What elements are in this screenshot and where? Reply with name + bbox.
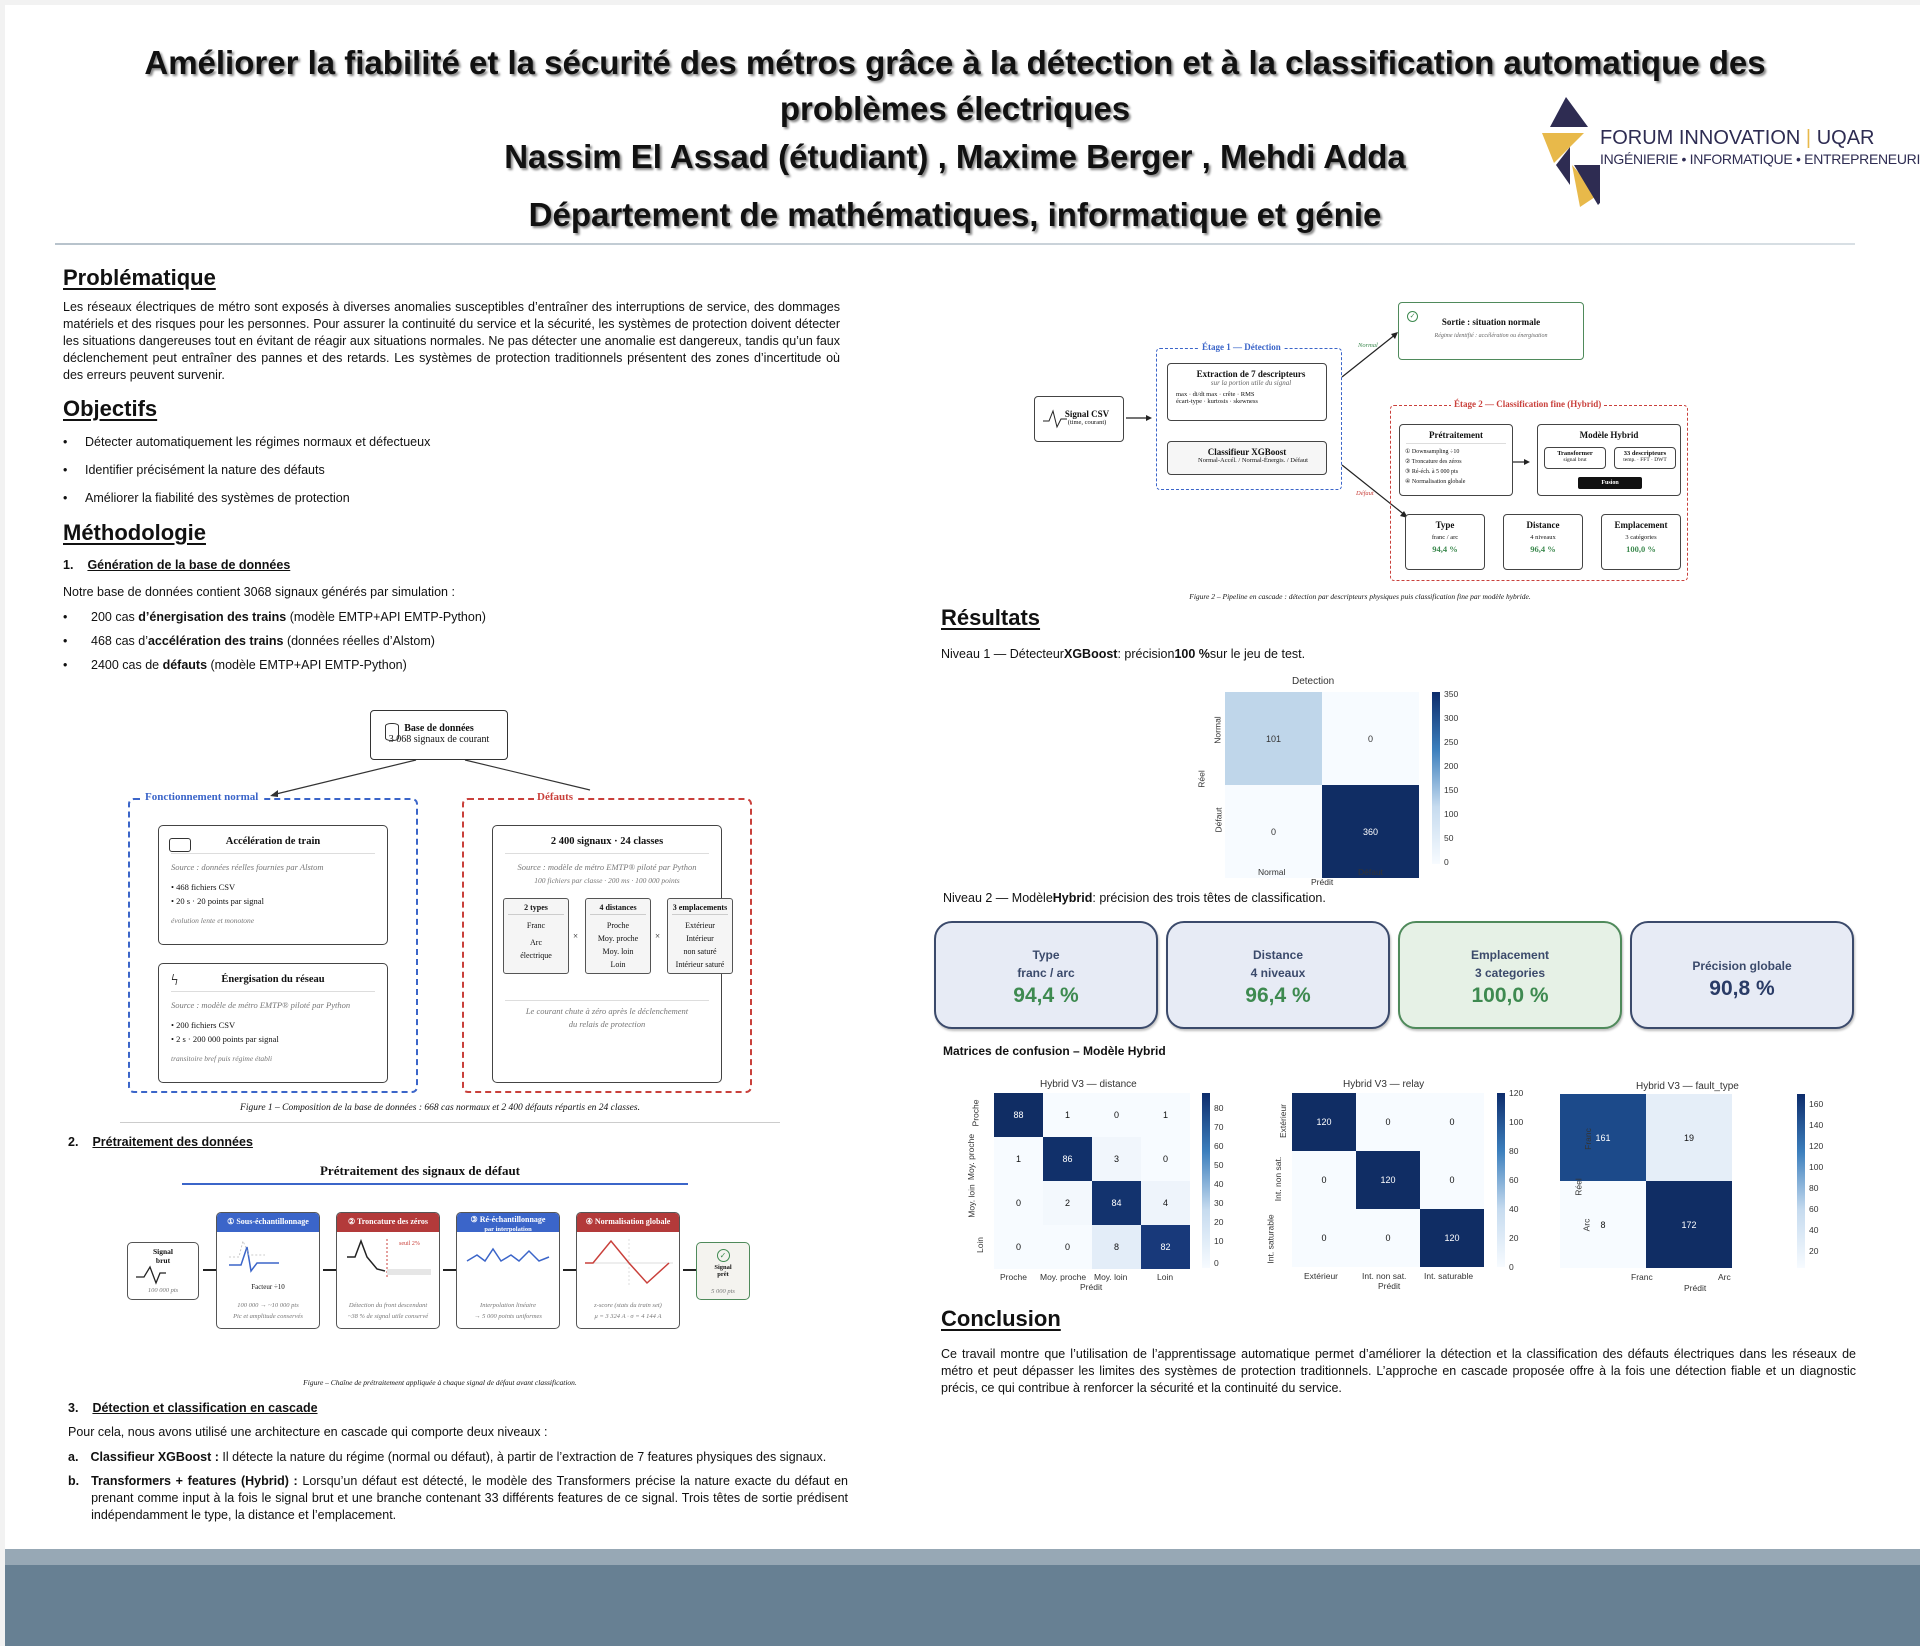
types-box: 2 types Franc Arc électrique [503,898,569,974]
preprocessing-figure-title: Prétraitement des signaux de défaut [319,1163,521,1178]
heat-cell: 0 [1322,692,1419,785]
distances-box: 4 distances Proche Moy. proche Moy. loin… [585,898,651,974]
footer-band-light [5,1549,1920,1565]
signal-icon [1043,409,1067,429]
department: Département de mathématiques, informatiq… [528,196,1382,233]
dataset-item: •200 cas d’énergisation des trains (modè… [63,610,486,624]
preprocessing-title-rule [182,1183,688,1185]
conclusion-text: Ce travail montre que l’utilisation de l… [941,1347,1856,1395]
dataset-item: •468 cas d’accélération des trains (donn… [63,634,435,648]
train-icon [169,838,191,852]
energisation-card: ϟ Énergisation du réseau Source : modèle… [158,963,388,1083]
preprocessing-caption: Figure – Chaîne de prétraitement appliqu… [303,1378,577,1387]
extraction-box: Extraction de 7 descripteurs sur la port… [1167,363,1327,421]
ready-signal-box: ✓ Signal prêt 5 000 pts [696,1242,750,1300]
heat-cell: 101 [1225,692,1322,785]
heading-conclusion: Conclusion [941,1306,1061,1331]
figure-2-caption: Figure 2 – Pipeline en cascade : détecti… [1189,592,1531,601]
logo-line1: FORUM INNOVATION | UQAR [1600,127,1875,149]
raw-signal-icon [136,1265,166,1285]
arrow-icon [683,1266,701,1274]
header-divider [55,243,1855,245]
arrow-icon [563,1266,581,1274]
footer-band-dark [5,1565,1920,1646]
defaut-path-label: Défaut [1356,490,1374,497]
check-circle-icon: ✓ [716,1249,730,1262]
figure-1-caption: Figure 1 – Composition de la base de don… [240,1103,640,1113]
database-icon [385,723,399,741]
figure-1-database: Base de données 3 068 signaux de courant… [120,700,760,1120]
dataset-item: •2400 cas de défauts (modèle EMTP+API EM… [63,658,407,672]
defauts-group: Défauts 2 400 signaux · 24 classes Sourc… [462,791,752,1093]
fusion-block: Fusion [1578,477,1642,489]
niveau1-text: Niveau 1 — Détecteur XGBoost : précision… [941,647,1306,661]
figure-2-cascade: Signal CSV (time, courant) Étage 1 — Dét… [1020,290,1700,610]
subheading-cascade: 3.Détection et classification en cascade [68,1401,318,1415]
signal-csv-box: Signal CSV (time, courant) [1034,396,1124,442]
arrow-icon [203,1266,221,1274]
heading-objectifs: Objectifs [63,396,158,421]
subheading-pretraitement: 2.Prétraitement des données [68,1135,253,1149]
logo-star-icon [1542,97,1600,207]
cascade-intro: Pour cela, nous avons utilisé une archit… [68,1425,548,1439]
colorbar [1432,692,1440,864]
forum-innovation-logo: FORUM INNOVATION | UQAR INGÉNIERIE • INF… [1540,95,1920,210]
normal-path-label: Normal [1358,342,1378,349]
objective-item: •Améliorer la fiabilité des systèmes de … [63,491,350,505]
cascade-item-a: a.Classifieur XGBoost : Il détecte la na… [68,1450,827,1464]
downsample-icon [229,1239,279,1273]
objective-item: •Détecter automatiquement les régimes no… [63,435,431,449]
acceleration-card: Accélération de train Source : données r… [158,825,388,945]
heat-cell: 360 [1322,785,1419,878]
subheading-generation: 1.Génération de la base de données [63,558,291,572]
resample-icon [466,1247,550,1263]
divider [120,1122,780,1123]
normal-output-box: ✓ Sortie : situation normale Régime iden… [1398,302,1584,360]
cascade-item-b: b.Transformers + features (Hybrid) : Lor… [68,1474,849,1522]
xgboost-box: Classifieur XGBoost Normal-Accél. / Norm… [1167,441,1327,475]
logo-line2: INGÉNIERIE • INFORMATIQUE • ENTREPRENEUR… [1600,151,1920,167]
niveau2-text: Niveau 2 — Modèle Hybrid : précision des… [943,891,1326,905]
arrow-icon [323,1266,341,1274]
heading-resultats: Résultats [941,605,1041,630]
raw-signal-box: Signal brut 100 000 pts [127,1242,199,1300]
database-box: Base de données 3 068 signaux de courant [370,710,508,760]
emplacements-box: 3 emplacements Extérieur Intérieur non s… [667,898,733,974]
normalize-icon [585,1239,673,1287]
stage1-group: Étage 1 — Détection Extraction de 7 desc… [1156,342,1342,490]
heat-cell: 0 [1225,785,1322,878]
generation-intro: Notre base de données contient 3068 sign… [63,585,455,599]
matrices-title: Matrices de confusion – Modèle Hybrid [943,1044,1166,1058]
problematique-text: Les réseaux électriques de métro sont ex… [63,300,840,382]
step-troncature: ② Troncature des zéros seuil 2% Détectio… [336,1212,440,1329]
step-sous-echantillonnage: ① Sous-échantillonnage Facteur ÷10 100 0… [216,1212,320,1329]
fig1-arrows [270,759,591,797]
heading-problematique: Problématique [63,265,216,290]
defauts-card: 2 400 signaux · 24 classes Source : modè… [492,825,733,1083]
truncation-icon [347,1238,431,1277]
preprocessing-box: Prétraitement ① Downsampling ÷10 ② Tronc… [1399,424,1513,496]
arrow-icon [443,1266,461,1274]
poster-title: Améliorer la fiabilité et la sécurité de… [144,44,1766,127]
step-normalisation: ④ Normalisation globale z-score (stats d… [576,1212,680,1329]
objective-item: •Identifier précisément la nature des dé… [63,463,325,477]
check-circle-icon: ✓ [1407,311,1418,322]
heading-methodologie: Méthodologie [63,520,206,545]
stage2-group: Étage 2 — Classification fine (Hybrid) P… [1390,399,1688,581]
lightning-icon: ϟ [171,972,179,989]
authors: Nassim El Assad (étudiant) , Maxime Berg… [504,138,1406,175]
normal-group: Fonctionnement normal Accélération de tr… [128,791,418,1093]
